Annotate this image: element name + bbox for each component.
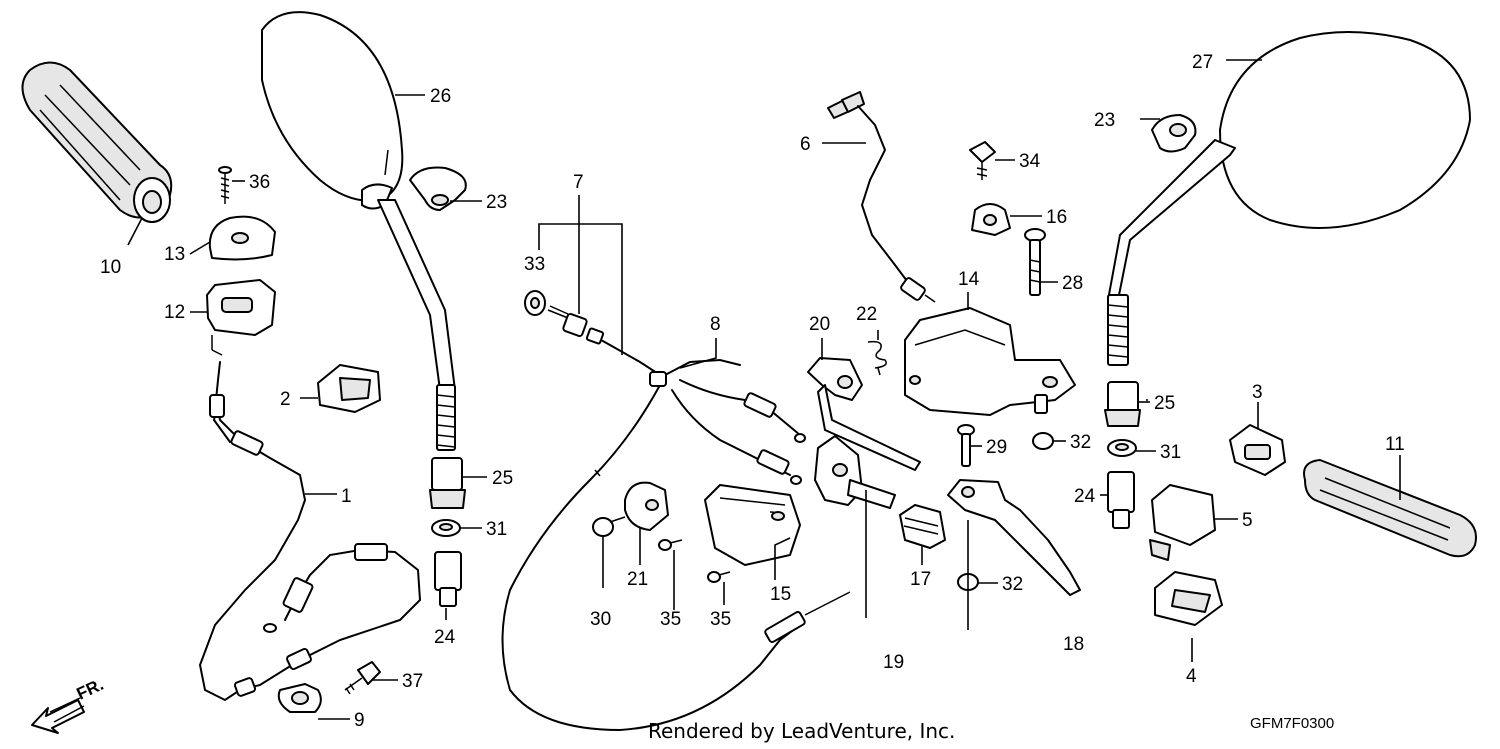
callout-1: 1 xyxy=(341,486,352,507)
part-27-right-mirror[interactable] xyxy=(1107,30,1471,366)
part-33-nut[interactable] xyxy=(524,290,546,316)
callout-26: 26 xyxy=(430,86,451,107)
part-34-bolt[interactable] xyxy=(969,141,996,180)
callout-30: 30 xyxy=(590,609,611,630)
callout-32-upper: 32 xyxy=(1070,432,1091,453)
part-25-right-adapter[interactable] xyxy=(1104,381,1141,427)
part-15-cover[interactable] xyxy=(704,484,801,566)
callout-14: 14 xyxy=(958,269,980,290)
callout-5: 5 xyxy=(1242,510,1253,531)
callout-8: 8 xyxy=(710,314,721,335)
callout-10: 10 xyxy=(100,257,121,278)
callout-24-right: 24 xyxy=(1074,486,1096,507)
front-direction-arrow-icon: FR. xyxy=(31,675,107,734)
callout-34: 34 xyxy=(1019,151,1041,172)
callout-7: 7 xyxy=(573,172,584,193)
part-32-nut-upper[interactable] xyxy=(1032,432,1054,450)
part-7-adjuster[interactable] xyxy=(547,305,661,376)
callout-29: 29 xyxy=(986,437,1007,458)
part-29-bolt[interactable] xyxy=(957,424,975,467)
part-31-right-nut[interactable] xyxy=(1107,439,1137,457)
part-1-throttle-cable[interactable] xyxy=(198,349,422,702)
part-31-left-nut[interactable] xyxy=(431,519,461,537)
leader-lines xyxy=(127,59,1401,720)
part-37-bolt[interactable] xyxy=(344,661,381,695)
part-30-screw[interactable] xyxy=(592,516,626,537)
part-25-left-adapter[interactable] xyxy=(429,457,466,509)
part-18-brake-lever[interactable] xyxy=(947,479,1081,596)
part-2-switch[interactable] xyxy=(317,364,381,413)
part-14-lever-housing[interactable] xyxy=(904,307,1076,416)
callout-35-b: 35 xyxy=(710,609,731,630)
callout-6: 6 xyxy=(800,134,811,155)
callout-18: 18 xyxy=(1063,634,1084,655)
callout-3: 3 xyxy=(1252,382,1263,403)
render-credit: Rendered by LeadVenture, Inc. xyxy=(648,719,955,743)
callout-labels: 1 2 3 4 5 6 7 8 9 10 11 12 13 14 15 16 1… xyxy=(100,52,1405,731)
callout-20: 20 xyxy=(809,314,830,335)
callout-13: 13 xyxy=(164,244,185,265)
callout-31-right: 31 xyxy=(1160,442,1181,463)
callout-32-lower: 32 xyxy=(1002,574,1023,595)
part-16-clamp[interactable] xyxy=(971,203,1011,236)
part-4-switch[interactable] xyxy=(1154,571,1223,626)
callout-19: 19 xyxy=(883,652,904,673)
callout-22: 22 xyxy=(856,304,877,325)
part-9-cable-clamp[interactable] xyxy=(277,683,322,713)
part-28-bolt[interactable] xyxy=(1024,228,1046,296)
part-13-upper-holder[interactable] xyxy=(208,215,276,261)
callout-35-a: 35 xyxy=(660,609,681,630)
callout-16: 16 xyxy=(1046,207,1067,228)
callout-27: 27 xyxy=(1192,52,1213,73)
part-24-left-collar[interactable] xyxy=(434,551,462,607)
part-5-switch[interactable] xyxy=(1149,484,1216,561)
part-35-screw-a[interactable] xyxy=(658,539,683,551)
part-35-screw-b[interactable] xyxy=(707,571,731,583)
callout-24-left: 24 xyxy=(434,627,456,648)
callout-2: 2 xyxy=(280,389,291,410)
part-20-stop-switch[interactable] xyxy=(807,357,921,471)
part-22-spring[interactable] xyxy=(867,340,887,376)
part-12-throttle-housing[interactable] xyxy=(206,279,276,350)
callout-23-left: 23 xyxy=(486,192,507,213)
callout-15: 15 xyxy=(770,584,791,605)
part-3-switch[interactable] xyxy=(1229,424,1286,476)
part-17-adjuster[interactable] xyxy=(899,504,946,549)
callout-28: 28 xyxy=(1062,273,1083,294)
part-36-screw[interactable] xyxy=(218,166,232,204)
part-23-left-cap[interactable] xyxy=(409,166,467,211)
callout-9: 9 xyxy=(354,710,365,731)
callout-11: 11 xyxy=(1385,434,1405,455)
part-19-equalizer[interactable] xyxy=(814,435,896,509)
callout-23-right: 23 xyxy=(1094,110,1115,131)
callout-31-left: 31 xyxy=(486,519,507,540)
part-24-right-collar[interactable] xyxy=(1107,471,1135,529)
part-23-right-cap[interactable] xyxy=(1151,114,1197,153)
callout-37: 37 xyxy=(402,671,423,692)
callout-25-right: 25 xyxy=(1154,393,1175,414)
part-26-left-mirror[interactable] xyxy=(261,11,456,451)
part-6-switch-wire[interactable] xyxy=(827,91,936,303)
callout-21: 21 xyxy=(627,569,648,590)
part-11-right-grip[interactable] xyxy=(1303,459,1477,558)
callout-4: 4 xyxy=(1186,666,1197,687)
callout-33: 33 xyxy=(524,254,545,275)
part-8-brake-cable[interactable] xyxy=(501,358,851,732)
callout-12: 12 xyxy=(164,302,185,323)
callout-17: 17 xyxy=(910,569,931,590)
callout-36: 36 xyxy=(249,172,270,193)
part-10-left-grip[interactable] xyxy=(21,61,173,223)
callout-25-left: 25 xyxy=(492,468,513,489)
diagram-code: GFM7F0300 xyxy=(1250,715,1334,732)
part-21-plate[interactable] xyxy=(624,481,669,531)
